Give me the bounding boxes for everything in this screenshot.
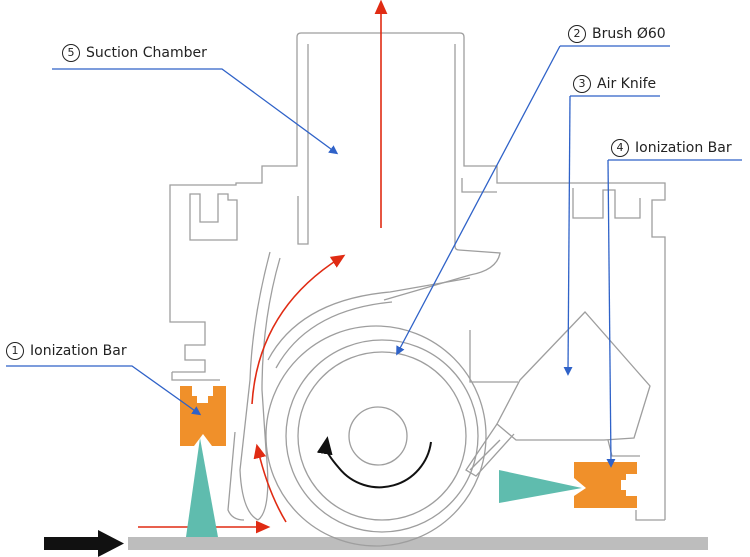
- label-number: 5: [62, 44, 80, 62]
- ionization-bar-right: [499, 462, 637, 508]
- label-number: 1: [6, 342, 24, 360]
- label-air-knife: 3 Air Knife: [573, 75, 656, 93]
- label-number: 4: [611, 139, 629, 157]
- brush: [265, 325, 487, 547]
- leader-lines: [6, 45, 742, 468]
- label-text: Brush Ø60: [592, 26, 666, 42]
- housing-outline: [169, 32, 666, 521]
- ionization-bar-left: [180, 386, 226, 537]
- label-suction-chamber: 5 Suction Chamber: [62, 44, 207, 62]
- label-number: 3: [573, 75, 591, 93]
- ion-beam-left: [186, 438, 218, 537]
- label-text: Air Knife: [597, 76, 657, 92]
- feed-direction-icon: [44, 530, 124, 557]
- label-ionization-bar-left: 1 Ionization Bar: [6, 342, 127, 360]
- label-brush: 2 Brush Ø60: [568, 25, 666, 43]
- rotation-arrow-icon: [316, 436, 432, 489]
- label-ionization-bar-right: 4 Ionization Bar: [611, 139, 732, 157]
- label-text: Ionization Bar: [30, 343, 127, 359]
- label-text: Suction Chamber: [86, 45, 207, 61]
- ion-beam-right: [499, 470, 582, 503]
- airflow-arrows: [138, 0, 388, 534]
- label-number: 2: [568, 25, 586, 43]
- label-text: Ionization Bar: [635, 140, 732, 156]
- conveyor-belt: [128, 537, 708, 550]
